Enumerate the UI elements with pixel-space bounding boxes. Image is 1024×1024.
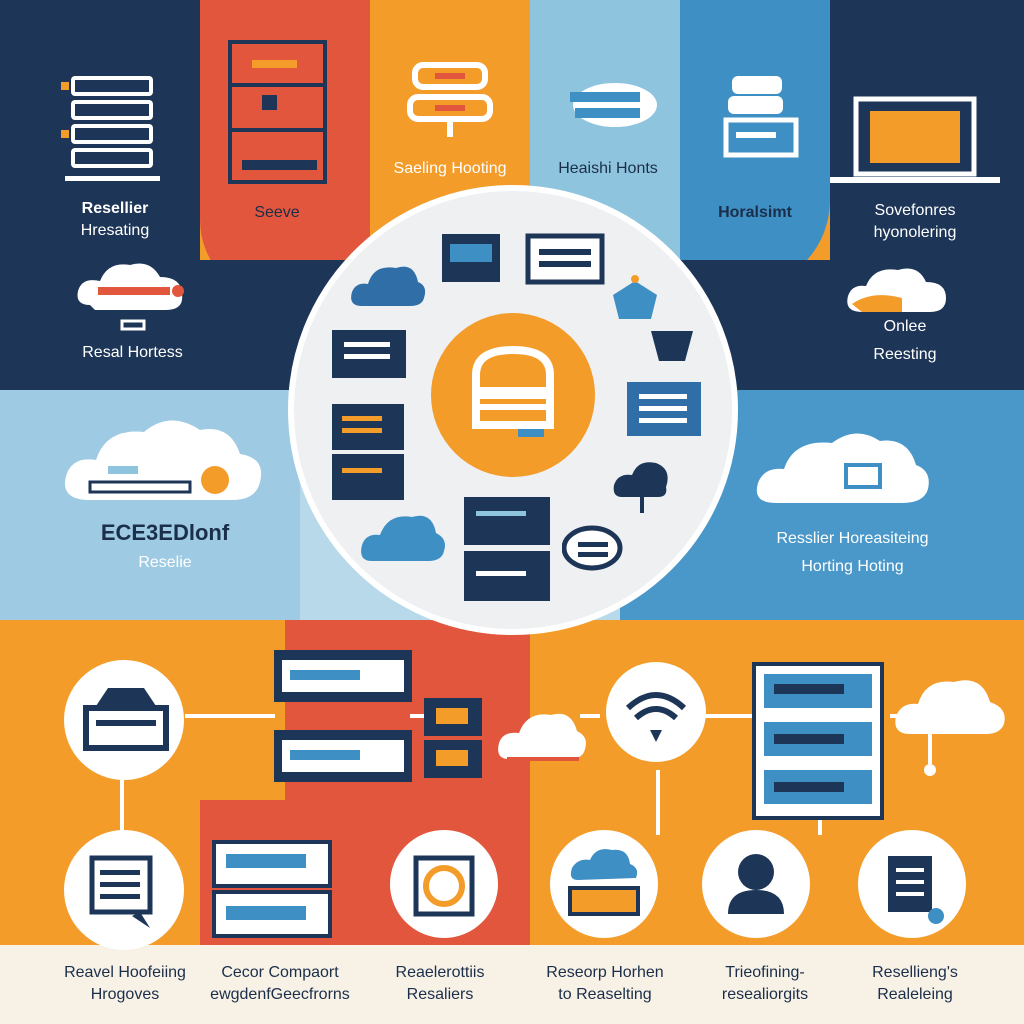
server-card-2[interactable] <box>272 728 414 784</box>
hub-chat-icon <box>562 525 623 571</box>
server-rack-icon <box>61 76 160 181</box>
bottom-label-5-line1: Trieofining- <box>725 964 805 981</box>
label-left-sub: Reselie <box>138 554 192 571</box>
label-right-reseller-line1: Resslier Horeasiteing <box>776 530 929 547</box>
label-online-reselling: Onlee Reesting <box>830 316 980 366</box>
label-reseller-hosting-line2: Hresating <box>80 222 150 239</box>
hub-drawer-icon <box>651 331 693 361</box>
small-box-1 <box>424 698 482 736</box>
cloud-pin-icon <box>895 680 1005 776</box>
user-icon[interactable] <box>700 828 812 940</box>
bg-top-blue <box>680 0 830 290</box>
label-reseller-hosting: Resellier Hresating <box>40 198 190 242</box>
bottom-label-3-line2: Resaliers <box>406 986 474 1003</box>
server-shelf-icon <box>228 40 327 184</box>
label-online-reselling-line1: Onlee <box>883 318 927 335</box>
bottom-label-1-line2: Hrogoves <box>90 986 160 1003</box>
hub-cloud-blue-icon <box>361 515 445 561</box>
label-online-reselling-line2: Reesting <box>873 346 937 363</box>
label-right-reseller-line2: Horting Hoting <box>801 558 904 575</box>
bottom-label-2: Cecor Compaort ewgdenfGeecfrorns <box>195 962 365 1006</box>
hub-user-cloud-icon <box>613 462 668 513</box>
label-right-reseller: Resslier Horeasiteing Horting Hoting <box>745 528 960 578</box>
label-softwares-line1: Sovefonres <box>874 202 956 219</box>
network-nodes-icon <box>407 62 493 137</box>
bottom-label-2-line1: Cecor Compaort <box>221 964 339 981</box>
bottom-label-1-line1: Reavel Hoofeiing <box>64 964 186 981</box>
component-rack-icon[interactable] <box>212 840 332 940</box>
hub-list-icon-right <box>627 382 701 436</box>
bottom-label-2-line2: ewgdenfGeecfrorns <box>210 986 350 1003</box>
document-icon[interactable] <box>62 828 186 952</box>
label-horalsmt: Horalsimt <box>718 204 792 221</box>
hub-server-stack-icon <box>464 497 550 601</box>
laptop-icon <box>830 96 1000 183</box>
cloud-cluster-right-icon <box>756 433 929 503</box>
label-softwares-line2: hyonolering <box>873 224 957 241</box>
cloud-card-icon <box>77 263 184 331</box>
label-reseller-hosting-line1: Resellier <box>81 200 149 217</box>
cloud-online-icon <box>847 268 946 312</box>
label-softwares: Sovefonres hyonolering <box>840 200 990 244</box>
bg-bottom-light <box>0 945 1024 1024</box>
bottom-label-5: Trieofining- resealiorgits <box>690 962 840 1006</box>
cloud-drawer-icon[interactable] <box>548 828 660 940</box>
bottom-label-1: Reavel Hoofeiing Hrogoves <box>30 962 220 1006</box>
bottom-label-4-line2: to Reaselting <box>558 986 652 1003</box>
hub-cloud-icon <box>351 266 426 306</box>
hub-list-icon-left <box>332 330 406 378</box>
hub-tag-icon <box>613 275 657 319</box>
printer-server-icon[interactable] <box>62 658 186 782</box>
hub-doc-icon <box>332 404 404 500</box>
label-scaling-hosting: Saeling Hooting <box>393 160 507 177</box>
cloud-icon <box>498 713 586 761</box>
storage-stack-icon <box>723 76 799 158</box>
server-card-1[interactable] <box>272 648 414 704</box>
label-serve: Seeve <box>254 204 300 221</box>
bottom-label-3: Reaelerottiis Resaliers <box>370 962 510 1006</box>
hub-screen-icon-1 <box>442 234 500 282</box>
label-left-logo: ECE3EDlonf <box>100 520 230 545</box>
server-tower-icon[interactable] <box>752 662 884 820</box>
settings-list-icon[interactable] <box>856 828 968 940</box>
bottom-label-4: Reseorp Horhen to Reaselting <box>525 962 685 1006</box>
cloud-server-icon <box>570 83 657 127</box>
label-health-hosts: Heaishi Honts <box>558 160 658 177</box>
coin-box-icon[interactable] <box>388 828 500 940</box>
bottom-label-4-line1: Reseorp Horhen <box>546 964 664 981</box>
bottom-label-6-line2: Realeleing <box>877 986 953 1003</box>
bottom-label-6-line1: Resellieng's <box>872 964 958 981</box>
cloud-cluster-left-icon <box>65 420 262 500</box>
hub-screen-icon-2 <box>525 233 605 285</box>
label-reseller-hostess: Resal Hortess <box>82 344 183 361</box>
small-box-2 <box>424 740 482 778</box>
wifi-circle-icon[interactable] <box>604 660 708 764</box>
bottom-label-5-line2: resealiorgits <box>721 986 809 1003</box>
bottom-label-3-line1: Reaelerottiis <box>395 964 485 981</box>
bottom-label-6: Resellieng's Realeleing <box>840 962 990 1006</box>
